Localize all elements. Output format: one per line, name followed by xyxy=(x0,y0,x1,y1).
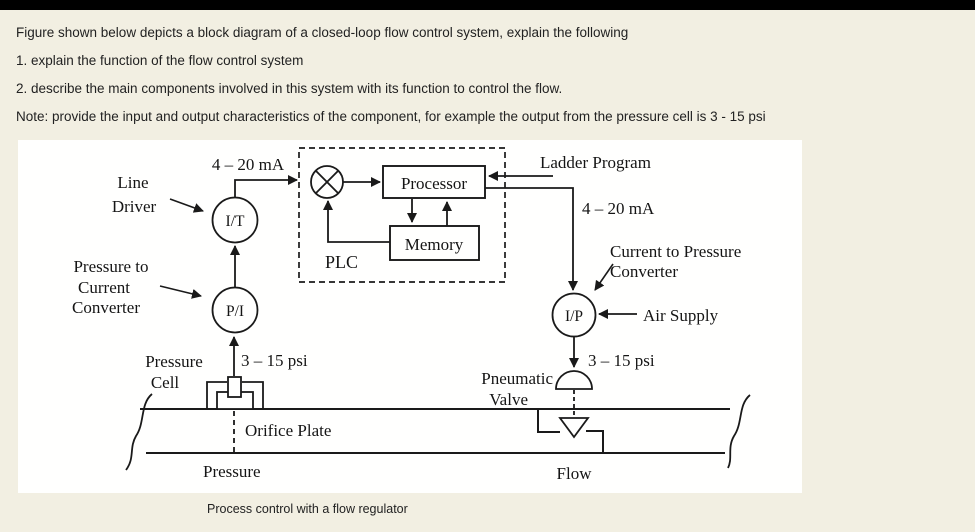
pneumatic-valve-symbol xyxy=(555,370,593,439)
orifice-plate-label: Orifice Plate xyxy=(245,421,331,440)
flow-label: Flow xyxy=(557,464,593,483)
pipe-break-right xyxy=(727,394,751,469)
ma-left-label: 4 – 20 mA xyxy=(212,155,285,174)
current-to-pressure-circle: I/P xyxy=(551,292,597,338)
pressure-to-current-circle: P/I xyxy=(211,286,259,334)
pressure-bottom-label: Pressure xyxy=(203,462,261,481)
psi-right-label: 3 – 15 psi xyxy=(588,351,655,370)
current-to-pressure-label-1: Current to Pressure xyxy=(610,242,741,261)
pressure-to-current-label-1: Pressure to xyxy=(73,257,148,276)
label-pointers xyxy=(159,198,614,299)
air-supply-label: Air Supply xyxy=(643,306,719,325)
it-to-summing-line xyxy=(234,175,298,197)
valve-plug xyxy=(558,417,590,439)
summing-junction xyxy=(310,165,344,199)
memory-label: Memory xyxy=(405,235,464,254)
pressure-to-current-label-3: Converter xyxy=(72,298,140,317)
ladder-program-label: Ladder Program xyxy=(540,153,651,172)
memory-feedback-line xyxy=(323,200,390,243)
block-diagram-svg: PLC xyxy=(72,147,751,483)
valve-seat-right xyxy=(586,430,604,453)
line-driver-label-2: Driver xyxy=(112,197,157,216)
figure-panel: PLC xyxy=(18,140,802,493)
question-item-1: 1. explain the function of the flow cont… xyxy=(16,53,304,68)
processor-label: Processor xyxy=(401,174,467,193)
valve-actuator-dome xyxy=(555,370,593,390)
signal-lines xyxy=(229,171,637,376)
ma-right-label: 4 – 20 mA xyxy=(582,199,655,218)
pi-label: P/I xyxy=(226,303,244,320)
processor-block: Processor xyxy=(382,165,486,199)
figure-caption: Process control with a flow regulator xyxy=(207,502,408,516)
processor-to-ip-line xyxy=(485,187,578,291)
question-note: Note: provide the input and output chara… xyxy=(16,109,766,124)
pressure-cell-assembly xyxy=(206,376,264,452)
current-to-pressure-label-2: Converter xyxy=(610,262,678,281)
memory-block: Memory xyxy=(389,225,480,261)
line-driver-label-1: Line xyxy=(117,173,148,192)
question-intro-text: Figure shown below depicts a block diagr… xyxy=(16,25,629,40)
pneumatic-valve-label-1: Pneumatic xyxy=(481,369,553,388)
pressure-to-current-label-2: Current xyxy=(78,278,130,297)
pressure-cell-label-2: Cell xyxy=(151,373,180,392)
pressure-converter-pointer xyxy=(159,285,202,299)
it-label: I/T xyxy=(226,213,245,230)
plc-label: PLC xyxy=(325,252,358,272)
cell-bracket-right xyxy=(242,381,264,409)
line-driver-circle: I/T xyxy=(211,196,259,244)
valve-seat-left xyxy=(537,409,560,433)
pneumatic-valve-label-2: Valve xyxy=(489,390,528,409)
top-border-bar xyxy=(0,0,975,10)
cell-bracket-left xyxy=(206,381,227,409)
pressure-cell-label-1: Pressure xyxy=(145,352,203,371)
process-pipe xyxy=(125,393,751,471)
ctp-converter-pointer xyxy=(594,263,614,291)
cell-tap xyxy=(227,376,242,398)
question-item-2: 2. describe the main components involved… xyxy=(16,81,563,96)
psi-left-label: 3 – 15 psi xyxy=(241,351,308,370)
ip-label: I/P xyxy=(565,308,583,325)
pipe-break-left xyxy=(125,393,153,471)
plc-dashed-box xyxy=(298,147,506,283)
line-driver-pointer xyxy=(169,198,204,213)
